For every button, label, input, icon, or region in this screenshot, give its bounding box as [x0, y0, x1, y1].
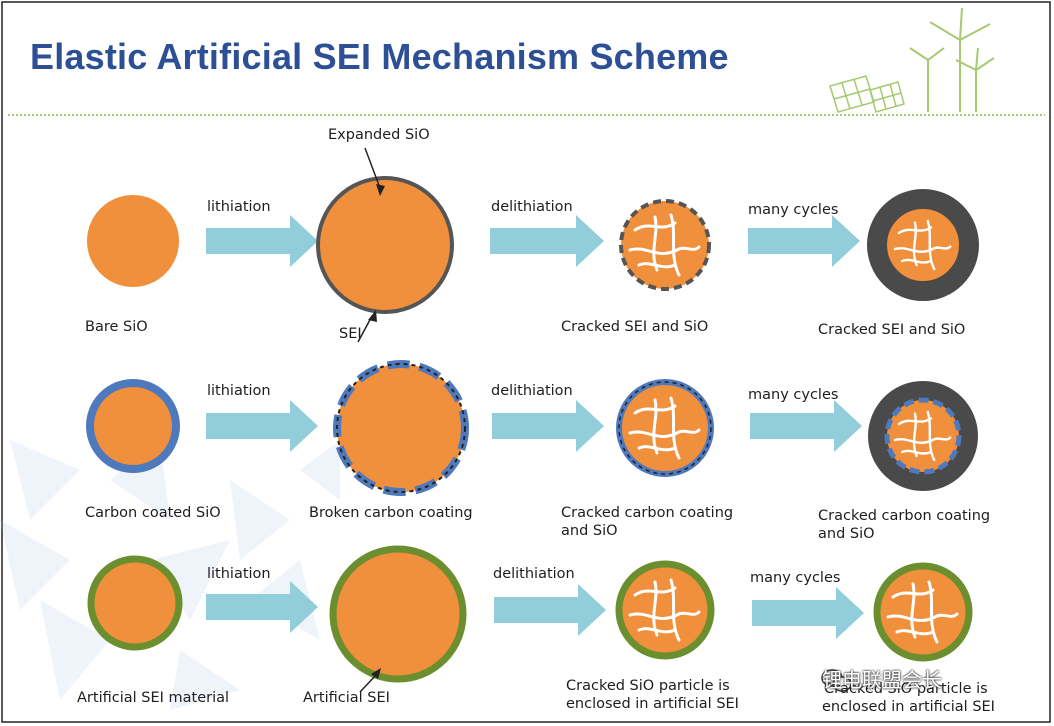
stage-label-cracked-carbon-cycled-line2: and SiO — [818, 526, 875, 542]
delithiation-arrow — [494, 584, 606, 636]
expanded-sio-particle — [316, 176, 454, 314]
bare-sio-particle — [87, 195, 179, 287]
many-cycles-arrow — [750, 400, 862, 452]
carbon-coated-particle — [86, 379, 180, 473]
step-label-lithiation: lithiation — [207, 383, 271, 399]
stage-label-enclosed-cycled-line2: enclosed in artificial SEI — [822, 699, 995, 715]
cracked-sei-particle — [619, 199, 711, 291]
cracked-carbon-particle — [616, 379, 714, 477]
stage-label-artificial-sei: Artificial SEI — [303, 690, 390, 706]
row-artificial — [87, 545, 973, 693]
lithiation-arrow — [206, 400, 318, 452]
many-cycles-arrow — [752, 587, 864, 639]
wechat-icon — [821, 669, 852, 692]
row-bare — [87, 147, 979, 343]
delithiation-arrow — [490, 215, 604, 267]
step-label-lithiation: lithiation — [207, 566, 271, 582]
step-label-lithiation: lithiation — [207, 199, 271, 215]
artificial-sei-pointer — [359, 673, 378, 693]
callout-expanded-sio: Expanded SiO — [328, 127, 430, 143]
lithiation-arrow — [206, 581, 318, 633]
many-cycles-arrow — [748, 215, 860, 267]
stage-label-cracked-sei-cycled: Cracked SEI and SiO — [818, 322, 966, 338]
stage-label-artificial-sei-material: Artificial SEI material — [77, 690, 230, 706]
stage-label-enclosed-line2: enclosed in artificial SEI — [566, 696, 739, 712]
cracked-artificial-particle — [615, 560, 715, 660]
watermark-text: 锂电联盟会长 — [822, 668, 942, 692]
delithiation-arrow — [492, 400, 604, 452]
page-title: Elastic Artificial SEI Mechanism Scheme — [30, 36, 729, 77]
step-label-delithiation: delithiation — [491, 383, 573, 399]
step-label-delithiation: delithiation — [493, 566, 575, 582]
stage-label-bare-sio: Bare SiO — [85, 319, 148, 335]
stage-label-cracked-carbon-cycled-line1: Cracked carbon coating — [818, 508, 991, 524]
row-carbon — [86, 360, 978, 496]
thick-sei-particle — [867, 189, 979, 301]
stage-label-broken-carbon: Broken carbon coating — [309, 505, 473, 521]
cycled-artificial-particle — [873, 562, 973, 662]
stage-label-carbon-coated: Carbon coated SiO — [85, 505, 221, 521]
step-label-many-cycles: many cycles — [748, 202, 839, 218]
wind-turbine-icon — [909, 7, 995, 112]
artificial-sei-particle — [87, 555, 183, 651]
expanded-artificial-particle — [329, 545, 467, 683]
stage-label-cracked-carbon-line1: Cracked carbon coating — [561, 505, 734, 521]
stage-label-cracked-sei: Cracked SEI and SiO — [561, 319, 709, 335]
step-label-many-cycles: many cycles — [748, 387, 839, 403]
step-label-delithiation: delithiation — [491, 199, 573, 215]
stage-label-cracked-carbon-line2: and SiO — [561, 523, 618, 539]
lithiation-arrow — [206, 215, 318, 267]
stage-label-enclosed-cycled-line1: Cracked SiO particle is — [824, 681, 988, 697]
step-label-many-cycles: many cycles — [750, 570, 841, 586]
stage-label-enclosed-line1: Cracked SiO particle is — [566, 678, 730, 694]
solar-panel-icon — [829, 75, 905, 113]
callout-sei: SEI — [339, 326, 362, 342]
expanded-sio-pointer — [364, 147, 381, 189]
